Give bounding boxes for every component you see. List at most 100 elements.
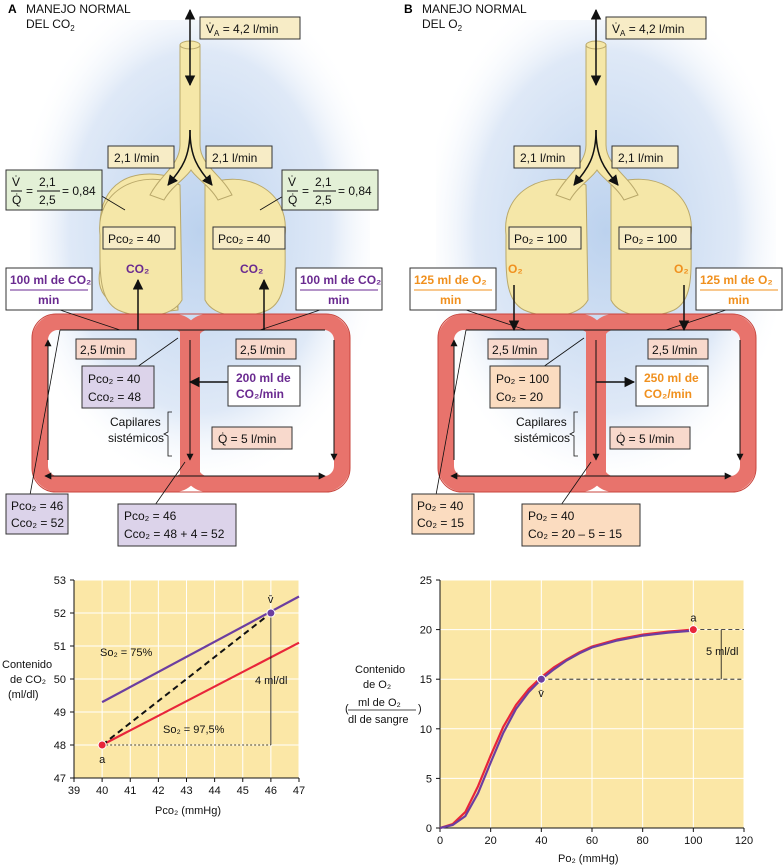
flux-right-den: min — [728, 293, 749, 307]
gas-left-label: O₂ — [508, 262, 523, 276]
x-tick-label: 47 — [293, 785, 305, 797]
tissue-production-box — [227, 365, 301, 407]
split-right-label: 2,1 l/min — [212, 151, 257, 165]
alveolar-p-left-box — [102, 226, 176, 250]
ventilation-box — [199, 16, 301, 40]
point-v — [266, 608, 276, 618]
difference-annotation: 5 ml/dl — [706, 646, 738, 658]
y-tick-label: 5 — [426, 773, 432, 785]
leader-vq-left — [99, 194, 126, 211]
x-tick-label: 39 — [68, 785, 80, 797]
capillary-brace — [569, 411, 578, 457]
alveolar-p-right-box — [212, 226, 286, 250]
tissue-production-line-2: CO₂/min — [236, 387, 284, 401]
panel-title-line-2: DEL O2 — [422, 17, 463, 33]
x-axis-label: Po₂ (mmHg) — [558, 853, 619, 865]
y-axis-label-paren-open: ( — [345, 703, 349, 715]
panel-title-line-1: MANEJO NORMAL — [26, 2, 131, 16]
vq-right-num-sym: V̇ — [288, 175, 296, 189]
axes — [70, 579, 300, 782]
venous-right-c: Co₂ = 20 – 5 = 15 — [528, 527, 622, 541]
split-right-box — [205, 145, 273, 169]
venous-left-box — [411, 493, 475, 535]
flow-left-box — [75, 338, 137, 360]
panel-title-line-1: MANEJO NORMAL — [422, 2, 527, 16]
y-tick-label: 47 — [54, 773, 66, 785]
flux-left-num: 100 ml de CO₂ — [10, 273, 91, 287]
series-line-0 — [101, 595, 300, 704]
alveolar-p-right: Pco₂ = 40 — [218, 232, 271, 246]
panel-letter: A — [8, 2, 17, 16]
y-axis-label-line-1: Contenido — [2, 659, 52, 671]
y-tick-label: 10 — [420, 724, 432, 736]
x-tick-label: 0 — [437, 835, 443, 847]
leader-flux-left — [59, 309, 121, 331]
flow-right-label: 2,5 l/min — [652, 343, 697, 357]
y-tick-label: 48 — [54, 740, 66, 752]
capillaries-line-1: Capilares — [516, 415, 567, 429]
venous-left-c: Co₂ = 15 — [417, 516, 464, 530]
trachea — [149, 44, 233, 201]
alveolar-p-right-box — [618, 226, 692, 250]
leader-flux-right — [665, 309, 727, 331]
y-tick-label: 25 — [420, 575, 432, 587]
flow-right-box — [235, 338, 297, 360]
series — [101, 595, 300, 746]
y-tick-label: 0 — [426, 823, 432, 835]
flow-left-label: 2,5 l/min — [492, 343, 537, 357]
vq-right-box — [281, 169, 379, 211]
x-tick-label: 46 — [265, 785, 277, 797]
x-tick-label: 43 — [180, 785, 192, 797]
panel-a-co2-handling: A MANEJO NORMAL DEL CO2 V̇A = 4,2 l/min … — [5, 2, 383, 547]
x-tick-label: 45 — [237, 785, 249, 797]
vessel-outline — [437, 313, 757, 493]
y-axis-label-frac-num: ml de O₂ — [358, 697, 401, 709]
point-a — [97, 740, 107, 750]
capillary-brace — [163, 411, 172, 457]
gas-left-label: CO₂ — [126, 262, 149, 276]
venous-left-p: Po₂ = 40 — [417, 499, 464, 513]
points: av̄ — [97, 594, 276, 766]
ventilation-box — [605, 16, 707, 40]
y-axis-label-line-2: de CO₂ — [10, 674, 46, 686]
flow-right-box — [647, 338, 709, 360]
ventilation-label: V̇A = 4,2 l/min — [612, 22, 684, 38]
arterial-c: Co₂ = 20 — [496, 390, 543, 404]
flow-left-label: 2,5 l/min — [80, 343, 125, 357]
vq-right-value: = 0,84 — [338, 184, 372, 198]
point-a-label: a — [99, 754, 106, 766]
x-axis-label: Pco₂ (mmHg) — [155, 805, 221, 817]
capillaries-line-2: sistémicos — [108, 431, 164, 445]
point-a-label: a — [690, 613, 697, 625]
y-axis-label-paren-close: ) — [418, 703, 422, 715]
flux-right-box — [295, 267, 383, 311]
point-a — [688, 625, 698, 635]
y-tick-label: 53 — [54, 575, 66, 587]
y-tick-label: 15 — [420, 674, 432, 686]
y-tick-label: 52 — [54, 608, 66, 620]
alveolar-p-left-box — [508, 226, 582, 250]
flux-left-den: min — [440, 293, 461, 307]
split-left-box — [513, 145, 581, 169]
leader-venous-left — [29, 329, 61, 496]
venous-right-c: Cco₂ = 48 + 4 = 52 — [124, 527, 225, 541]
tissue-consumption-line-2: CO₂/min — [644, 387, 692, 401]
y-axis-label-frac-den: dl de sangre — [348, 714, 409, 726]
split-left-label: 2,1 l/min — [114, 151, 159, 165]
x-tick-label: 60 — [586, 835, 598, 847]
y-tick-label: 49 — [54, 707, 66, 719]
vq-left-num-sym: V̇ — [12, 175, 20, 189]
vq-right-den: 2,5 — [315, 193, 332, 207]
alveolar-p-right: Po₂ = 100 — [624, 232, 677, 246]
tissue-consumption-line-1: 250 ml de — [644, 371, 699, 385]
x-tick-label: 120 — [735, 835, 753, 847]
axes — [436, 579, 745, 832]
x-tick-label: 100 — [684, 835, 702, 847]
series-label-so2-97: So₂ = 97,5% — [163, 724, 225, 736]
cardiac-output-label: Q̇ = 5 l/min — [616, 432, 674, 446]
flux-right-num: 100 ml de CO₂ — [300, 273, 381, 287]
